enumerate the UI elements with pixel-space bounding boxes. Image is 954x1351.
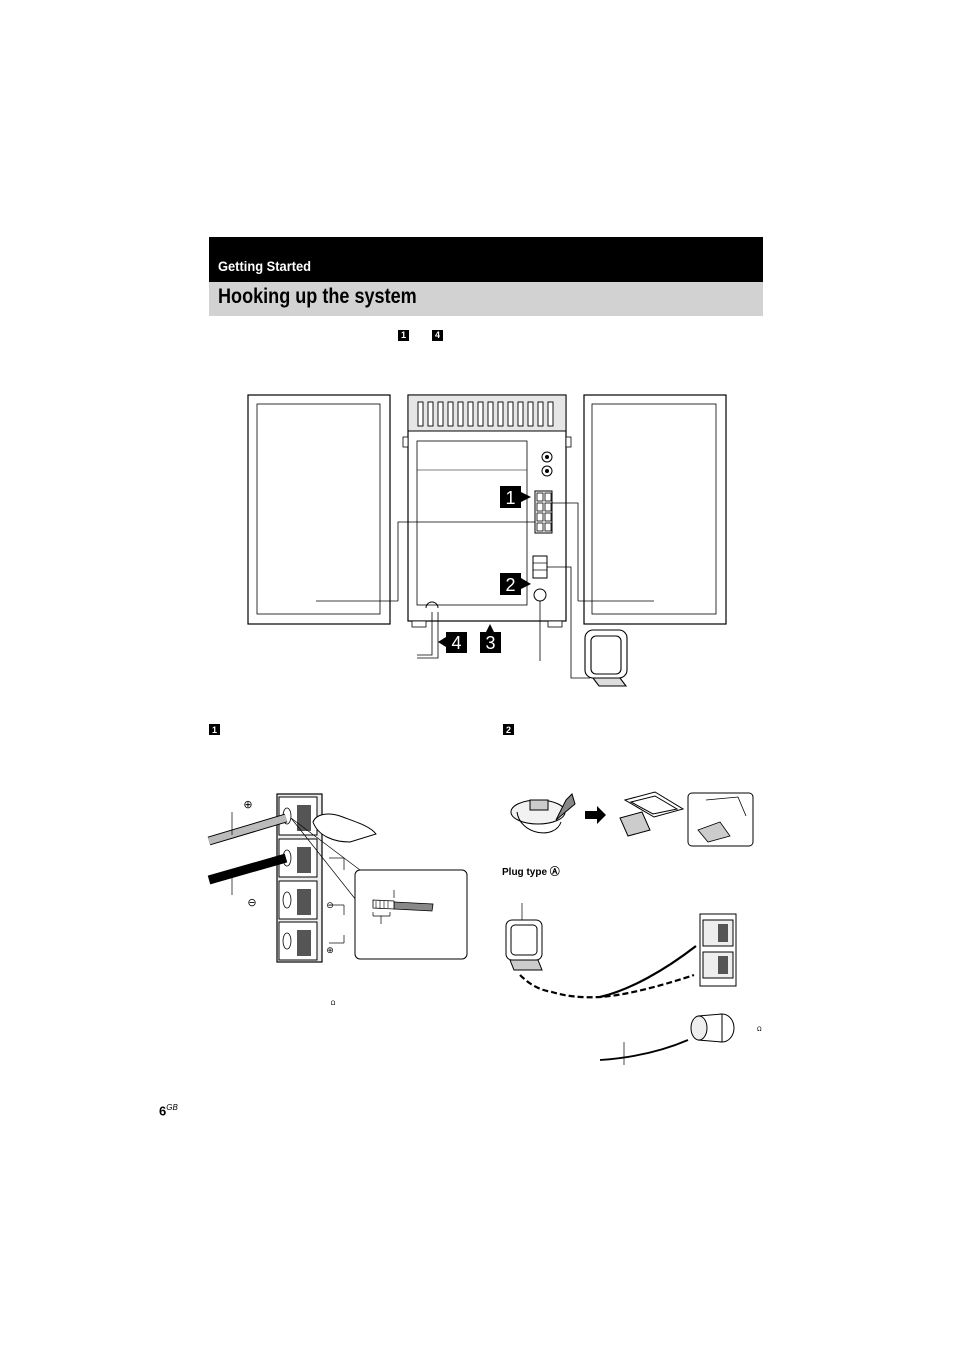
callout-2: 2: [500, 573, 531, 595]
callout-4: 4: [438, 632, 467, 653]
plug-type-label: Plug type Ⓐ: [502, 867, 560, 878]
panel-1-marker: [209, 724, 220, 735]
ohm-symbol-left: Ω: [331, 1000, 336, 1007]
step-marker-last: 4: [432, 330, 443, 341]
callout-3-label: 3: [485, 633, 495, 653]
stripped-wire-inset: [354, 869, 468, 960]
loop-antenna-wiring: [505, 903, 737, 999]
fm-antenna-plug: [599, 1013, 735, 1065]
page-number-suffix: GB: [166, 1103, 178, 1112]
page-title: Hooking up the system: [218, 285, 417, 308]
main-unit-rear: [402, 394, 572, 628]
page-number-value: 6: [159, 1103, 167, 1119]
ohm-symbol-right: Ω: [757, 1026, 762, 1033]
panel-2-step: 2: [506, 725, 511, 735]
svg-text:⊖: ⊖: [326, 901, 334, 911]
section-label: Getting Started: [218, 258, 312, 274]
antenna-detail-inset: [687, 792, 754, 847]
antenna-assembly-step1: [510, 793, 576, 834]
right-speaker: [578, 394, 727, 625]
plus-symbol: ⊕: [243, 798, 252, 811]
callout-1: 1: [500, 486, 531, 508]
callout-4-label: 4: [451, 633, 461, 653]
section-band: Getting Started: [209, 237, 763, 282]
panel-1-step: 1: [212, 725, 217, 735]
callout-1-label: 1: [505, 488, 515, 508]
antenna-assembly-step2: [619, 791, 685, 837]
svg-text:⊕: ⊕: [326, 946, 334, 956]
panel-2-marker: [503, 724, 514, 735]
title-band: Hooking up the system: [209, 282, 763, 316]
am-loop-antenna: [584, 629, 628, 687]
callout-2-label: 2: [505, 575, 515, 595]
page-number: 6GB: [159, 1103, 178, 1118]
callout-3: 3: [480, 624, 501, 653]
left-speaker: [247, 394, 398, 625]
step-marker-first: 1: [398, 330, 409, 341]
arrow-icon: [585, 806, 606, 824]
minus-symbol: ⊖: [247, 896, 256, 909]
